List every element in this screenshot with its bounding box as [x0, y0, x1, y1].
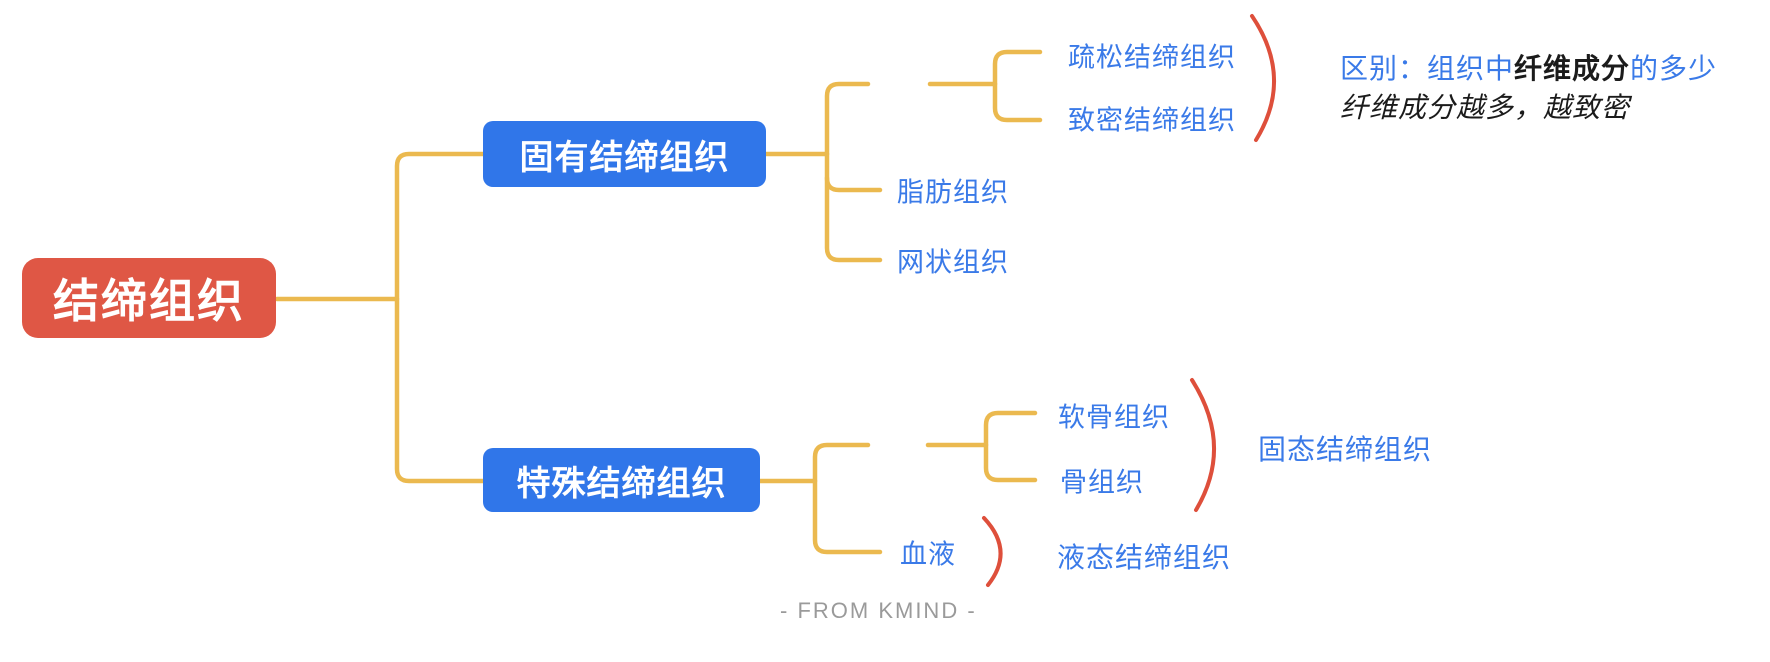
branch-connector-special: [757, 410, 1038, 555]
note-liquid-ct[interactable]: 液态结缔组织: [1057, 542, 1232, 573]
note-solid-ct[interactable]: 固态结缔组织: [1258, 434, 1433, 465]
branch-connector-root: [274, 151, 486, 484]
leaf-dense-ct[interactable]: 致密结缔组织: [1068, 105, 1236, 136]
annotation-difference-line2[interactable]: 纤维成分越多，越致密: [1340, 92, 1631, 123]
brace-difference-icon: [1250, 14, 1276, 142]
annotation-line1-bold: 纤维成分: [1514, 53, 1631, 84]
root-node-connective-tissue[interactable]: 结缔组织: [22, 258, 276, 338]
annotation-line1-prefix: 区别：组织中: [1340, 53, 1515, 84]
kmind-watermark: - FROM KMIND -: [780, 598, 977, 623]
brace-solid-icon: [1190, 378, 1217, 512]
leaf-reticular-tissue[interactable]: 网状组织: [897, 247, 1009, 278]
leaf-bone-tissue[interactable]: 骨组织: [1060, 467, 1144, 498]
leaf-blood[interactable]: 血液: [900, 539, 956, 570]
brace-liquid-icon: [982, 516, 1003, 587]
annotation-difference-line1[interactable]: 区别：组织中纤维成分的多少: [1340, 47, 1717, 87]
leaf-cartilage-tissue[interactable]: 软骨组织: [1058, 402, 1170, 433]
branch-node-special-ct[interactable]: 特殊结缔组织: [483, 448, 760, 512]
leaf-adipose-tissue[interactable]: 脂肪组织: [897, 177, 1009, 208]
leaf-loose-ct[interactable]: 疏松结缔组织: [1068, 42, 1236, 73]
annotation-line1-suffix: 的多少: [1630, 53, 1718, 84]
branch-node-proper-ct[interactable]: 固有结缔组织: [483, 121, 766, 187]
branch-connector-proper: [763, 49, 1043, 263]
